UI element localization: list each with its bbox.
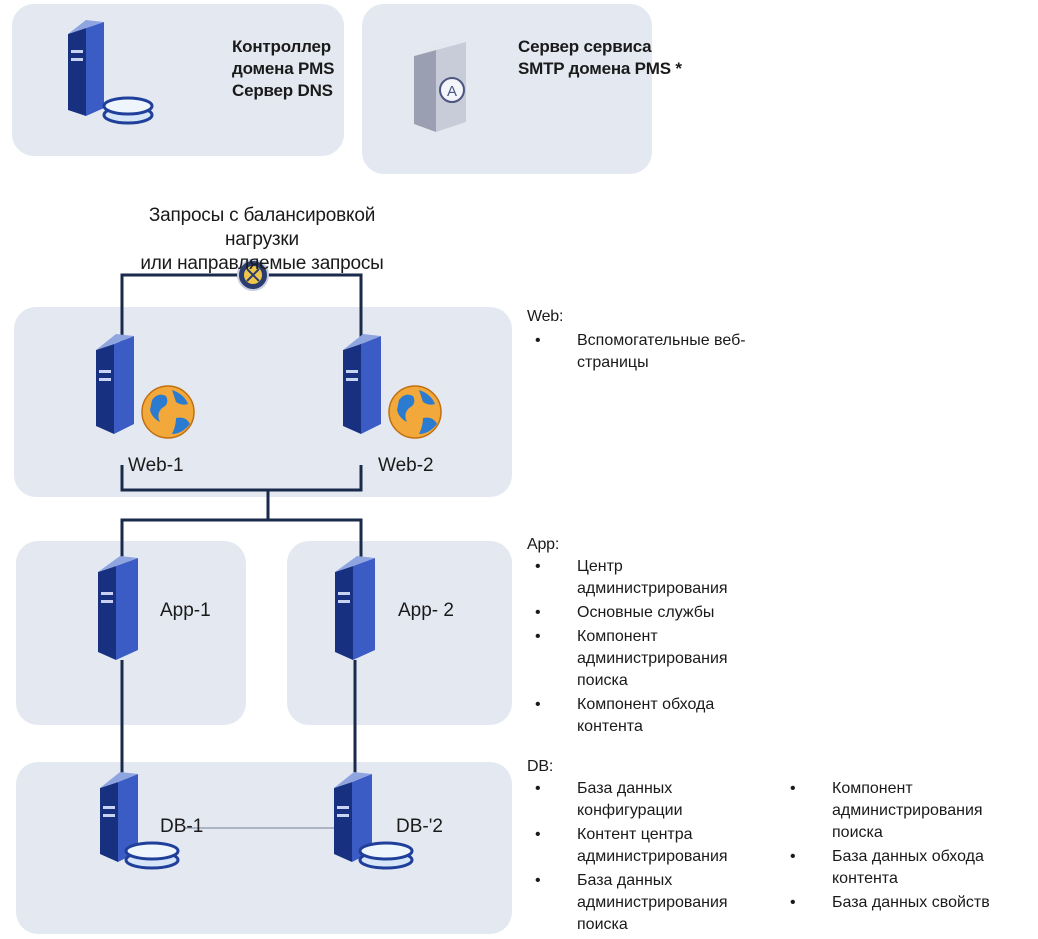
app2-server-icon: [335, 556, 375, 660]
legend-db-list-right: Компонент администрирования поиска База …: [782, 778, 1032, 916]
balancer-caption: Запросы с балансировкой нагрузки или нап…: [112, 204, 412, 276]
legend-app-item: Компонент администрирования поиска: [527, 626, 777, 692]
app1-label: App-1: [160, 600, 211, 621]
legend-db-item: Компонент администрирования поиска: [782, 778, 1032, 844]
domain-controller-server-icon: [68, 20, 154, 125]
domain-controller-label: Контроллер домена PMS Сервер DNS: [232, 36, 334, 102]
domain-controller-panel: [12, 4, 344, 156]
legend-db-item: База данных обхода контента: [782, 846, 1032, 890]
legend-web-title: Web:: [527, 308, 564, 325]
legend-web-list: Вспомогательные веб-страницы: [527, 330, 757, 376]
web1-server-icon: [96, 334, 195, 439]
domain-controller-line-2: домена PMS: [232, 59, 335, 78]
smtp-server-panel: [362, 4, 652, 174]
db-tier-panel: [16, 762, 512, 934]
smtp-badge-text: A: [447, 83, 457, 100]
web2-server-icon: [343, 334, 442, 439]
legend-app-item: Центр администрирования: [527, 556, 777, 600]
web-bottom-link: [120, 465, 363, 492]
db2-server-icon: [334, 772, 414, 870]
legend-app-item: Компонент обхода контента: [527, 694, 777, 738]
legend-db-item: Контент центра администрирования: [527, 824, 777, 868]
balancer-caption-line-1: Запросы с балансировкой нагрузки: [148, 205, 376, 250]
domain-controller-line-3: Сервер DNS: [232, 81, 333, 100]
legend-web-item: Вспомогательные веб-страницы: [527, 330, 757, 374]
smtp-server-line-1: Сервер сервиса: [518, 37, 652, 56]
smtp-server-icon: A: [414, 42, 466, 132]
smtp-server-label: Сервер сервиса SMTP домена PMS *: [518, 36, 682, 80]
web1-label: Web-1: [128, 455, 184, 476]
app-tier-panel-2: [287, 541, 512, 725]
smtp-server-line-2: SMTP домена PMS *: [518, 59, 682, 78]
legend-db-item: База данных конфигурации: [527, 778, 777, 822]
legend-db-item: База данных администрирования поиска: [527, 870, 777, 936]
legend-db-title: DB:: [527, 758, 554, 775]
balancer-caption-line-2: или направляемые запросы: [140, 253, 384, 274]
app-bus: [120, 518, 363, 560]
db1-label: DB-1: [160, 816, 204, 837]
legend-app-list: Центр администрирования Основные службы …: [527, 556, 777, 740]
legend-db-item: База данных свойств: [782, 892, 1032, 914]
legend-app-title: App:: [527, 536, 560, 553]
app2-label: App- 2: [398, 600, 454, 621]
db2-label: DB-'2: [396, 816, 443, 837]
web2-label: Web-2: [378, 455, 434, 476]
legend-app-item: Основные службы: [527, 602, 777, 624]
load-balancer-icon: [237, 259, 269, 291]
db1-server-icon: [100, 772, 180, 870]
app1-server-icon: [98, 556, 138, 660]
legend-db-list-left: База данных конфигурации Контент центра …: [527, 778, 777, 938]
domain-controller-line-1: Контроллер: [232, 37, 331, 56]
